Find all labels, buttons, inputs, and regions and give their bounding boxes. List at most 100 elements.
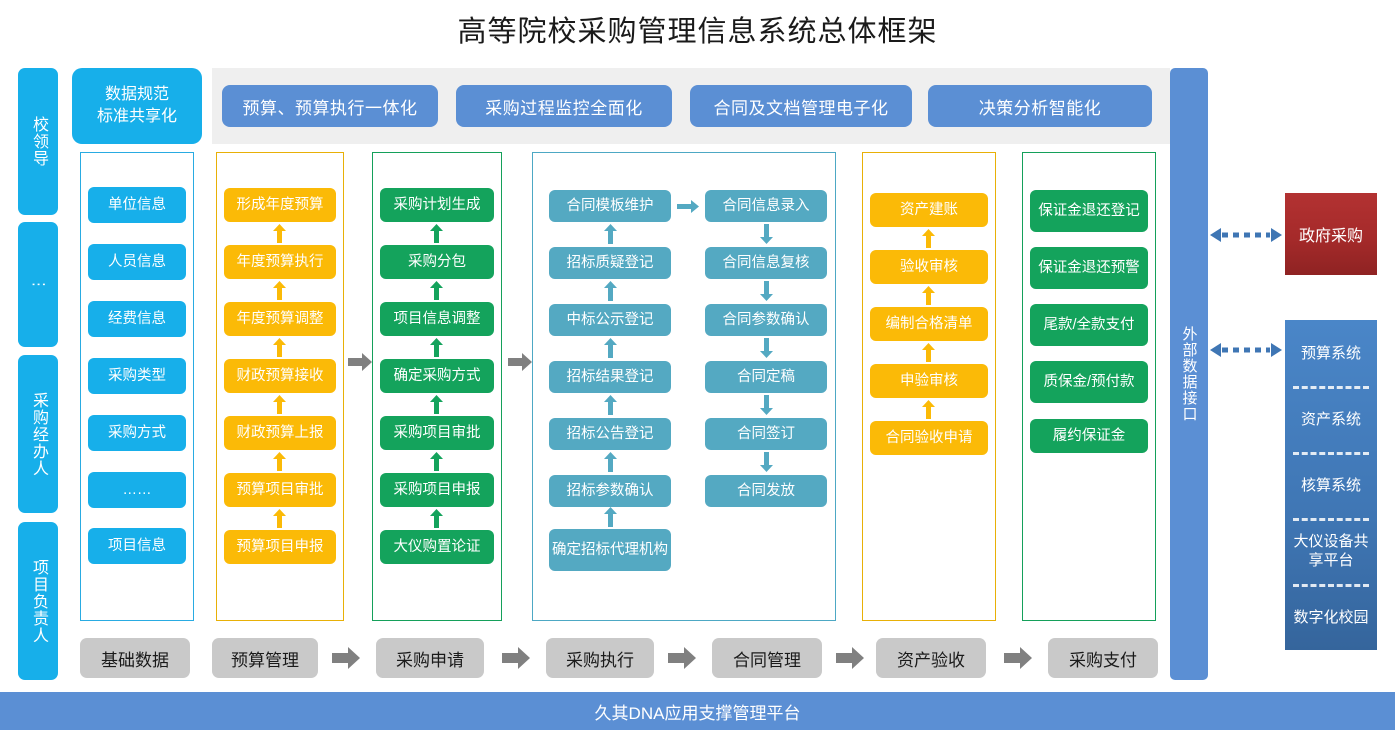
sidebar-role-project-owner[interactable]: 项目负责人	[18, 522, 58, 680]
stage-contract-management[interactable]: 合同管理	[712, 638, 822, 678]
flow-arrow-up-icon	[430, 395, 443, 414]
flow-arrow-down-icon	[760, 395, 773, 415]
node-unit-info[interactable]: 单位信息	[88, 187, 186, 223]
node-contract-finalize[interactable]: 合同定稿	[705, 361, 827, 393]
platform-bar: 久其DNA应用支撑管理平台	[0, 692, 1395, 730]
node-procurement-method[interactable]: 采购方式	[88, 415, 186, 451]
flow-arrow-up-icon	[922, 286, 935, 305]
node-bid-result-register[interactable]: 招标结果登记	[549, 361, 671, 393]
stage-flow-arrow-icon	[836, 647, 864, 669]
node-final-full-payment[interactable]: 尾款/全款支付	[1030, 304, 1148, 346]
node-fiscal-budget-report[interactable]: 财政预算上报	[224, 416, 336, 450]
node-deposit-refund-alert[interactable]: 保证金退还预警	[1030, 247, 1148, 289]
flow-arrow-up-icon	[273, 338, 286, 357]
between-columns-arrow-icon	[508, 353, 532, 371]
flow-arrow-up-icon	[922, 343, 935, 362]
sidebar-role-procurement-officer[interactable]: 采购经办人	[18, 355, 58, 513]
node-basic-data-more[interactable]: ……	[88, 472, 186, 508]
node-annual-budget-adjustment[interactable]: 年度预算调整	[224, 302, 336, 336]
node-bid-agency-determine[interactable]: 确定招标代理机构	[549, 529, 671, 571]
goal-pill-budget-integration[interactable]: 预算、预算执行一体化	[222, 85, 438, 127]
flow-arrow-down-icon	[760, 281, 773, 301]
node-project-declaration[interactable]: 采购项目申报	[380, 473, 494, 507]
node-project-info[interactable]: 项目信息	[88, 528, 186, 564]
node-annual-budget-execution[interactable]: 年度预算执行	[224, 245, 336, 279]
external-system-government-procurement[interactable]: 政府采购	[1285, 193, 1377, 275]
stage-procurement-payment[interactable]: 采购支付	[1048, 638, 1158, 678]
node-plan-generation[interactable]: 采购计划生成	[380, 188, 494, 222]
flow-arrow-up-icon	[604, 507, 617, 527]
flow-arrow-up-icon	[273, 224, 286, 243]
external-systems-stack: 预算系统 资产系统 核算系统 大仪设备共享平台 数字化校园	[1285, 320, 1377, 650]
node-qualified-list[interactable]: 编制合格清单	[870, 307, 988, 341]
goal-pill-process-monitoring[interactable]: 采购过程监控全面化	[456, 85, 672, 127]
flow-arrow-up-icon	[604, 452, 617, 472]
stage-flow-arrow-icon	[668, 647, 696, 669]
node-bid-notice-register[interactable]: 招标公告登记	[549, 418, 671, 450]
flow-arrow-up-icon	[430, 281, 443, 300]
data-standard-line1: 数据规范	[104, 86, 169, 103]
node-subpackaging[interactable]: 采购分包	[380, 245, 494, 279]
page-title: 高等院校采购管理信息系统总体框架	[457, 16, 938, 48]
sidebar-role-school-leader[interactable]: 校领导	[18, 68, 58, 215]
stage-procurement-execution[interactable]: 采购执行	[546, 638, 654, 678]
external-system-equipment-sharing[interactable]: 大仪设备共享平台	[1285, 518, 1377, 584]
node-form-annual-budget[interactable]: 形成年度预算	[224, 188, 336, 222]
data-standard-pill[interactable]: 数据规范 标准共享化	[72, 68, 202, 144]
stage-basic-data[interactable]: 基础数据	[80, 638, 190, 678]
node-contract-signing[interactable]: 合同签订	[705, 418, 827, 450]
node-funding-info[interactable]: 经费信息	[88, 301, 186, 337]
node-project-approval[interactable]: 采购项目审批	[380, 416, 494, 450]
external-system-asset[interactable]: 资产系统	[1285, 386, 1377, 452]
flow-arrow-up-icon	[430, 224, 443, 243]
node-procurement-type[interactable]: 采购类型	[88, 358, 186, 394]
flow-arrow-down-icon	[760, 338, 773, 358]
stage-budget-management[interactable]: 预算管理	[212, 638, 318, 678]
node-bid-param-confirm[interactable]: 招标参数确认	[549, 475, 671, 507]
dashed-link-systems-icon	[1210, 340, 1282, 360]
flow-arrow-up-icon	[273, 395, 286, 414]
stage-flow-arrow-icon	[332, 647, 360, 669]
node-fiscal-budget-receive[interactable]: 财政预算接收	[224, 359, 336, 393]
node-contract-param-confirm[interactable]: 合同参数确认	[705, 304, 827, 336]
node-equipment-justification[interactable]: 大仪购置论证	[380, 530, 494, 564]
flow-arrow-up-icon	[922, 229, 935, 248]
sidebar-role-more-dots[interactable]: ⋮	[18, 222, 58, 347]
node-contract-info-review[interactable]: 合同信息复核	[705, 247, 827, 279]
node-budget-project-approval[interactable]: 预算项目审批	[224, 473, 336, 507]
stage-procurement-application[interactable]: 采购申请	[376, 638, 484, 678]
node-contract-template[interactable]: 合同模板维护	[549, 190, 671, 222]
flow-arrow-up-icon	[430, 509, 443, 528]
flow-arrow-right-icon	[677, 200, 699, 213]
node-contract-info-entry[interactable]: 合同信息录入	[705, 190, 827, 222]
node-inspection-review[interactable]: 申验审核	[870, 364, 988, 398]
node-project-info-adjust[interactable]: 项目信息调整	[380, 302, 494, 336]
flow-arrow-down-icon	[760, 224, 773, 244]
external-system-budget[interactable]: 预算系统	[1300, 344, 1361, 362]
goal-pill-contract-digitization[interactable]: 合同及文档管理电子化	[690, 85, 912, 127]
stage-asset-acceptance[interactable]: 资产验收	[876, 638, 986, 678]
flow-arrow-up-icon	[430, 338, 443, 357]
node-budget-project-declaration[interactable]: 预算项目申报	[224, 530, 336, 564]
node-contract-issuance[interactable]: 合同发放	[705, 475, 827, 507]
external-data-interface-bar[interactable]: 外部数据接口	[1170, 68, 1208, 680]
node-asset-bookkeeping[interactable]: 资产建账	[870, 193, 988, 227]
goal-pill-decision-analytics[interactable]: 决策分析智能化	[928, 85, 1152, 127]
node-contract-acceptance-request[interactable]: 合同验收申请	[870, 421, 988, 455]
flow-arrow-up-icon	[430, 452, 443, 471]
flow-arrow-up-icon	[273, 509, 286, 528]
between-columns-arrow-icon	[348, 353, 372, 371]
node-personnel-info[interactable]: 人员信息	[88, 244, 186, 280]
node-warranty-prepayment[interactable]: 质保金/预付款	[1030, 361, 1148, 403]
flow-arrow-up-icon	[604, 224, 617, 244]
node-deposit-refund-register[interactable]: 保证金退还登记	[1030, 190, 1148, 232]
node-determine-method[interactable]: 确定采购方式	[380, 359, 494, 393]
node-acceptance-review[interactable]: 验收审核	[870, 250, 988, 284]
external-system-accounting[interactable]: 核算系统	[1285, 452, 1377, 518]
dashed-link-government-icon	[1210, 225, 1282, 245]
node-bid-query-register[interactable]: 招标质疑登记	[549, 247, 671, 279]
external-system-digital-campus[interactable]: 数字化校园	[1285, 584, 1377, 650]
node-winning-announcement[interactable]: 中标公示登记	[549, 304, 671, 336]
stage-flow-arrow-icon	[502, 647, 530, 669]
node-performance-bond[interactable]: 履约保证金	[1030, 419, 1148, 453]
